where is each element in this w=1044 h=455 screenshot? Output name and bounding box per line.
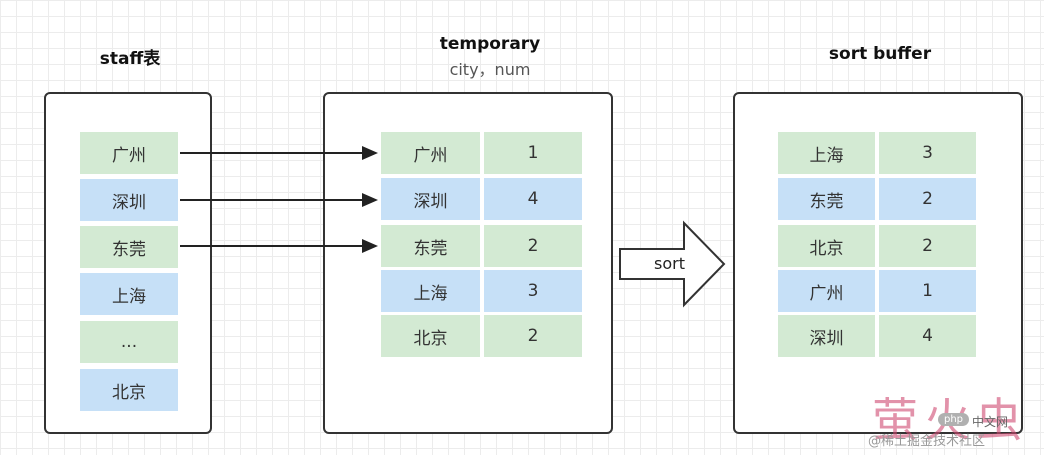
sort-arrow-shape bbox=[619, 220, 726, 308]
temporary-num-cell: 3 bbox=[484, 270, 582, 312]
sort-buffer-city-cell: 北京 bbox=[778, 225, 875, 267]
staff-row: ... bbox=[80, 321, 178, 363]
temporary-city-cell: 东莞 bbox=[381, 225, 480, 267]
row-arrow bbox=[180, 239, 378, 253]
temporary-num-cell: 2 bbox=[484, 315, 582, 357]
sort-buffer-num-cell: 2 bbox=[879, 178, 976, 220]
sort-buffer-num-cell: 3 bbox=[879, 132, 976, 174]
temporary-city-cell: 北京 bbox=[381, 315, 480, 357]
row-arrow bbox=[180, 146, 378, 160]
temporary-city-cell: 广州 bbox=[381, 132, 480, 174]
sort-buffer-city-cell: 广州 bbox=[778, 270, 875, 312]
watermark-php-badge: php bbox=[938, 413, 970, 426]
watermark-cn-text: 中文网 bbox=[972, 415, 1009, 429]
temporary-fields-label: city，num bbox=[449, 60, 531, 79]
sort-buffer-num-cell: 4 bbox=[879, 315, 976, 357]
temporary-num-cell: 2 bbox=[484, 225, 582, 267]
sort-buffer-title: sort buffer bbox=[828, 44, 932, 64]
temporary-num-cell: 4 bbox=[484, 178, 582, 220]
sort-buffer-num-cell: 1 bbox=[879, 270, 976, 312]
staff-row: 东莞 bbox=[80, 226, 178, 268]
sort-buffer-city-cell: 东莞 bbox=[778, 178, 875, 220]
row-arrow bbox=[180, 193, 378, 207]
temporary-city-cell: 深圳 bbox=[381, 178, 480, 220]
sort-buffer-city-cell: 上海 bbox=[778, 132, 875, 174]
temporary-num-cell: 1 bbox=[484, 132, 582, 174]
sort-buffer-num-cell: 2 bbox=[879, 225, 976, 267]
staff-table-title: staff表 bbox=[99, 49, 161, 69]
staff-row: 广州 bbox=[80, 132, 178, 174]
staff-row: 北京 bbox=[80, 369, 178, 411]
staff-row: 深圳 bbox=[80, 179, 178, 221]
watermark-site-text: @稀土掘金技术社区 bbox=[868, 434, 986, 449]
temporary-table-title: temporary bbox=[439, 34, 541, 54]
sort-buffer-city-cell: 深圳 bbox=[778, 315, 875, 357]
staff-row: 上海 bbox=[80, 273, 178, 315]
sort-arrow-label: sort bbox=[654, 254, 685, 273]
temporary-city-cell: 上海 bbox=[381, 270, 480, 312]
